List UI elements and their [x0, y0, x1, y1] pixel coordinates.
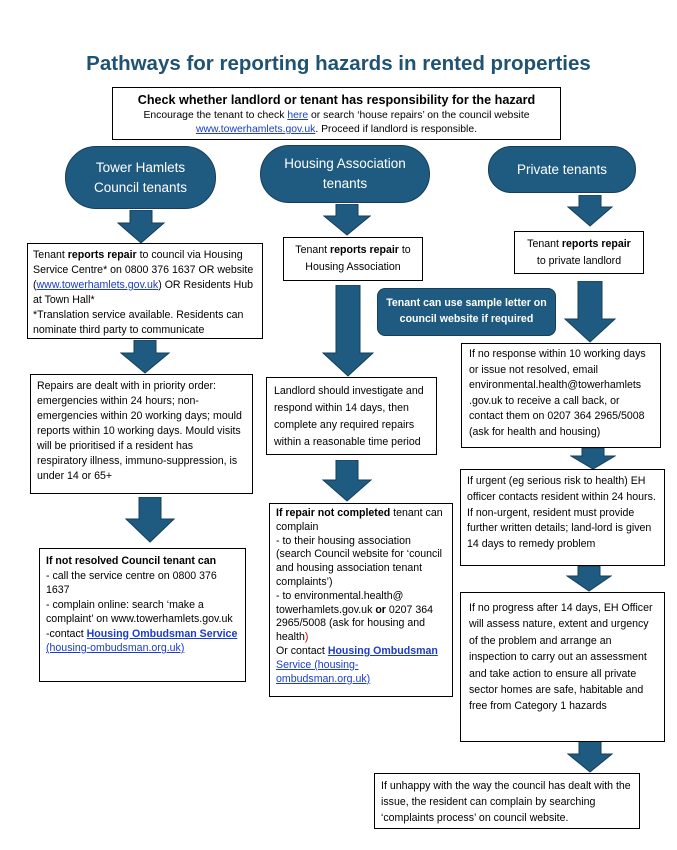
arrow-down-icon [570, 448, 616, 470]
ha-not-completed-box: If repair not completed tenant can compl… [269, 503, 453, 697]
housing-ombudsman-url-link[interactable]: (housing-ombudsman.org.uk) [46, 642, 185, 654]
arrow-down-icon [564, 281, 616, 343]
private-no-response-box: If no response within 10 working days or… [461, 343, 661, 448]
ha-landlord-investigate-box: Landlord should investigate and respond … [266, 377, 437, 455]
check-line-2: www.towerhamlets.gov.uk. Proceed if land… [195, 124, 478, 135]
here-link[interactable]: here [287, 110, 309, 121]
council-repairs-priority-box: Repairs are dealt with in priority order… [30, 374, 253, 494]
ha-housing-ombudsman-link[interactable]: Housing Ombudsman [327, 644, 438, 657]
arrow-down-icon [567, 195, 613, 227]
housing-ombudsman-link[interactable]: Housing Ombudsman Service [86, 627, 238, 640]
ha-report-repair-box: Tenant reports repair to Housing Associa… [283, 237, 423, 281]
arrow-down-icon [120, 340, 170, 374]
private-tenants-pill: Private tenants [488, 146, 636, 193]
arrow-down-icon [125, 497, 175, 543]
arrow-down-icon [566, 566, 612, 592]
arrow-down-icon [117, 210, 165, 244]
council-report-repair-box: Tenant reports repair to council via Hou… [27, 243, 263, 339]
arrow-down-icon [322, 285, 374, 377]
arrow-down-icon [567, 741, 613, 773]
sample-letter-callout: Tenant can use sample letter on council … [377, 288, 556, 336]
check-line-1: Encourage the tenant to check here or se… [143, 110, 530, 121]
arrow-down-icon [322, 460, 372, 502]
council-website-link[interactable]: www.towerhamlets.gov.uk [36, 279, 159, 291]
council-not-resolved-box: If not resolved Council tenant can - cal… [39, 548, 246, 682]
check-heading: Check whether landlord or tenant has res… [137, 93, 536, 107]
ha-housing-ombudsman-url-link[interactable]: Service (housing-ombudsman.org.uk) [276, 658, 371, 685]
responsibility-check-box: Check whether landlord or tenant has res… [112, 87, 561, 140]
private-urgent-box: If urgent (eg serious risk to health) EH… [460, 469, 665, 566]
page-title: Pathways for reporting hazards in rented… [86, 52, 591, 75]
towerhamlets-link[interactable]: www.towerhamlets.gov.uk [195, 124, 316, 135]
private-no-progress-box: If no progress after 14 days, EH Officer… [460, 592, 665, 742]
private-unhappy-box: If unhappy with the way the council has … [374, 773, 640, 829]
arrow-down-icon [323, 204, 371, 236]
